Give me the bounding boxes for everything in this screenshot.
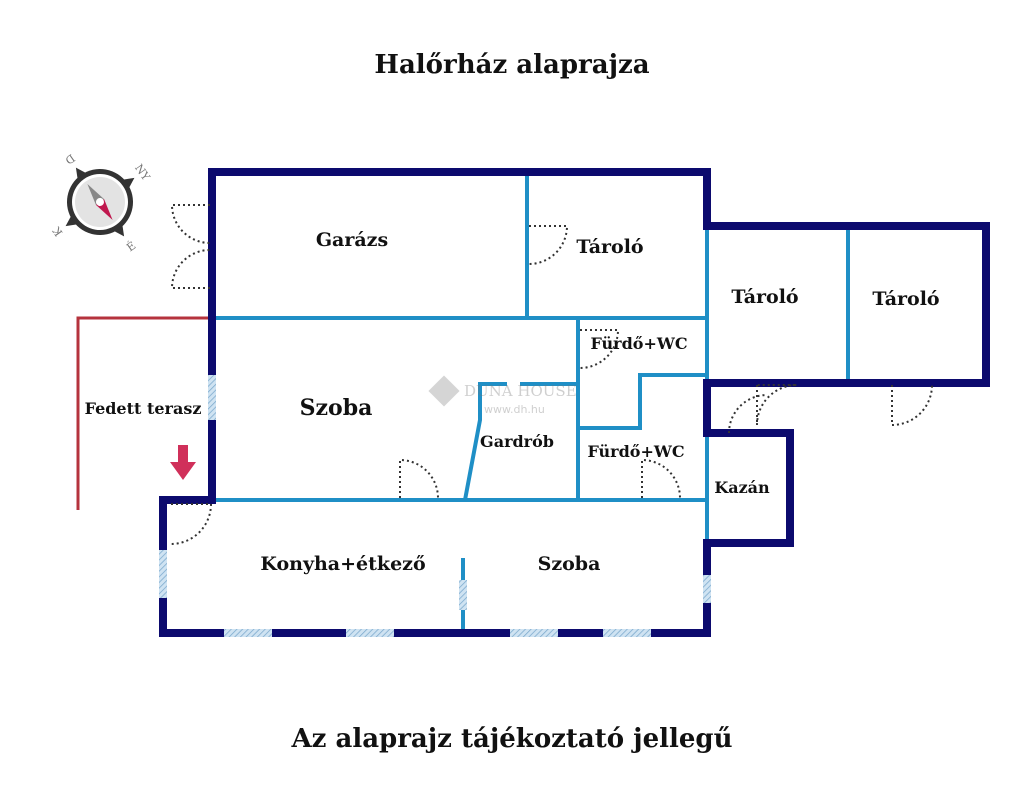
compass-s: D	[62, 151, 77, 167]
room-bedroom-2: Szoba	[538, 553, 601, 575]
doors	[170, 204, 933, 545]
plan-title: Halőrház alaprajza	[374, 50, 650, 80]
watermark-url: www.dh.hu	[484, 403, 545, 416]
disclaimer: Az alaprajz tájékoztató jellegű	[291, 724, 733, 754]
room-bath-1: Fürdő+WC	[590, 334, 687, 353]
room-garage: Garázs	[316, 229, 388, 251]
compass-n: É	[124, 238, 139, 254]
terrace-outline	[76, 316, 210, 510]
room-bedroom-1: Szoba	[300, 395, 373, 421]
watermark-brand: DUNA HOUSE	[464, 382, 577, 400]
room-wardrobe: Gardrób	[480, 432, 554, 451]
compass-w: NY	[132, 162, 153, 184]
compass-e: K	[50, 224, 66, 239]
room-storage-1: Tároló	[576, 236, 643, 258]
outer-walls	[159, 168, 990, 637]
room-storage-3: Tároló	[872, 288, 939, 310]
room-bath-2: Fürdő+WC	[587, 442, 684, 461]
compass-icon: D É NY K	[50, 151, 153, 254]
windows	[159, 375, 711, 637]
entry-arrow-icon	[170, 445, 196, 480]
watermark: DUNA HOUSE www.dh.hu	[428, 375, 577, 416]
room-boiler: Kazán	[714, 478, 770, 497]
room-storage-2: Tároló	[731, 286, 798, 308]
covered-terrace-label: Fedett terasz	[85, 399, 202, 418]
room-kitchen: Konyha+étkező	[260, 553, 425, 575]
